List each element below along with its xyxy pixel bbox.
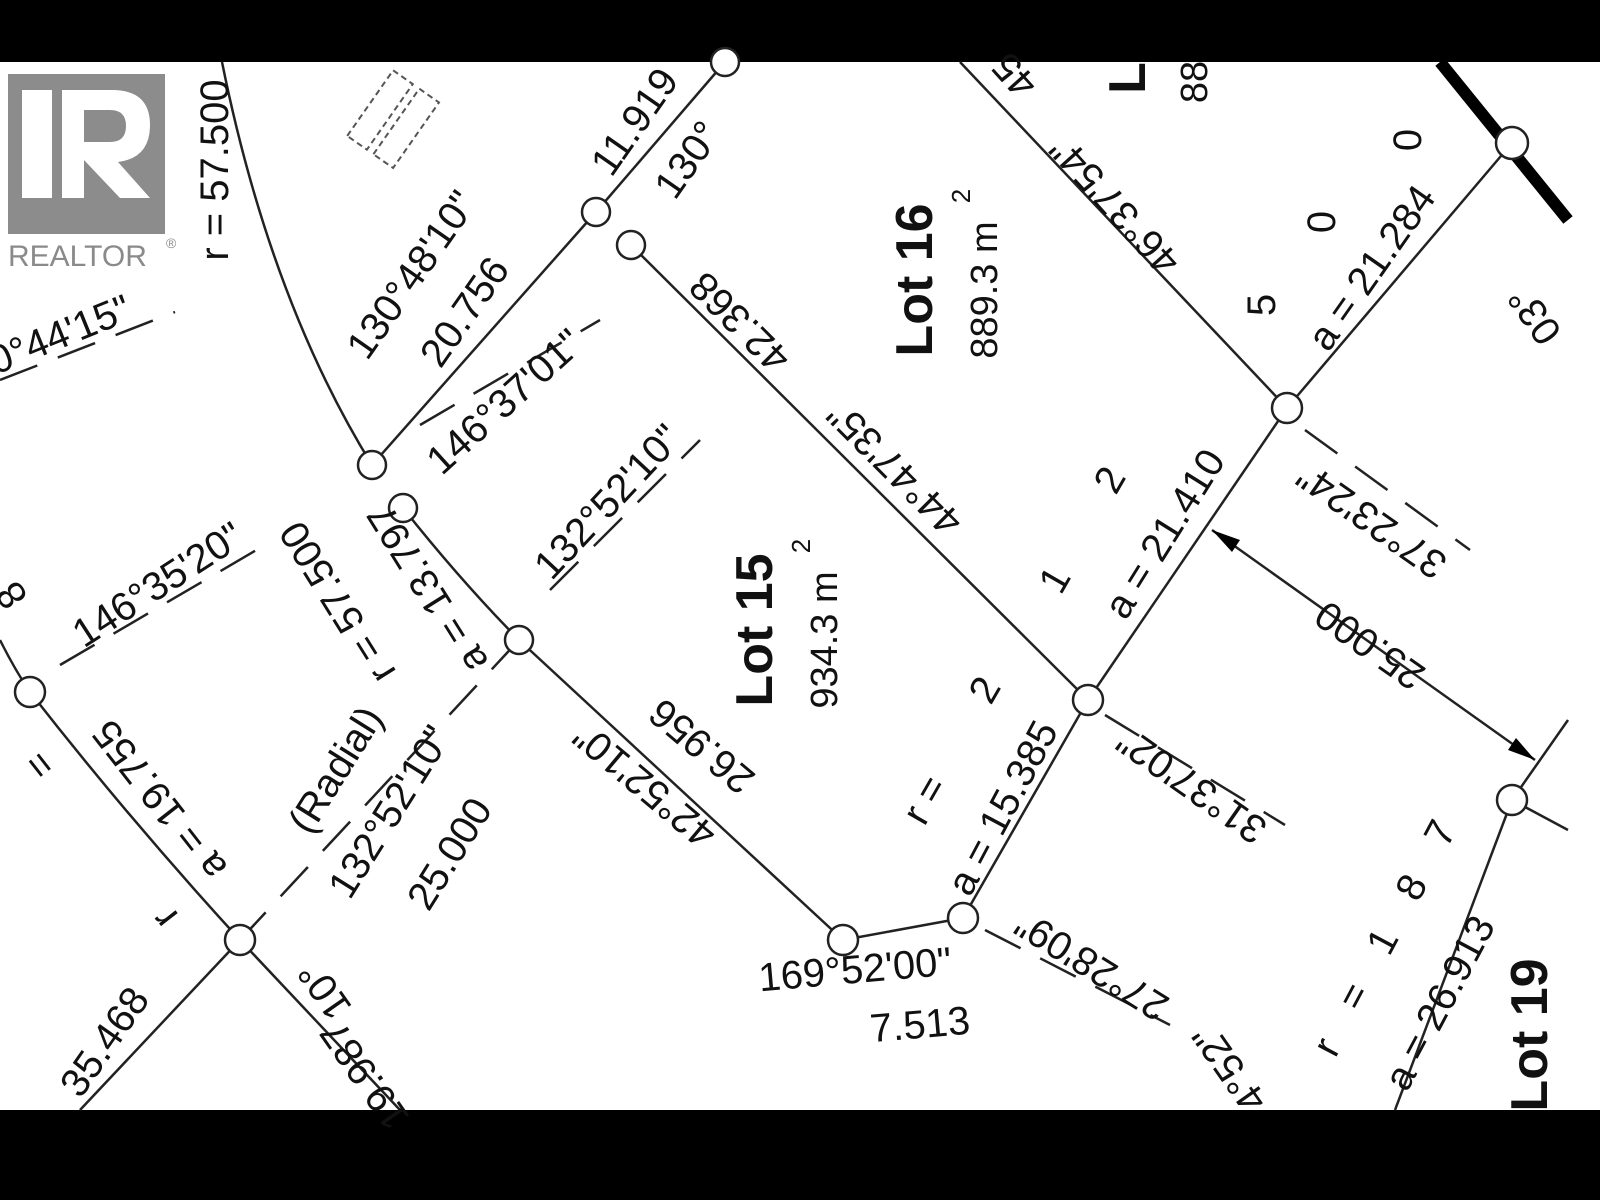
lot-19-name: Lot 19 (1501, 958, 1559, 1111)
lot-15-name: Lot 15 (726, 553, 784, 706)
boundary-lines (0, 58, 1573, 1111)
partial-lot-label: L (1099, 62, 1157, 94)
line-26913 (1393, 799, 1514, 1111)
monument-circle (503, 624, 535, 656)
lot-15-area: 934.3 m 2 (786, 539, 846, 709)
survey-monuments (13, 46, 1530, 957)
radius-digit: 0 (1300, 211, 1344, 233)
line-11919 (595, 61, 726, 213)
dashed-line (419, 318, 601, 427)
line-21284 (1286, 142, 1513, 409)
registered-mark: ® (166, 235, 177, 251)
line-lot19-top (1510, 719, 1570, 801)
dashed-line (1104, 713, 1286, 827)
arc-line-r57500 (220, 61, 374, 466)
radius-label: r = 57.500 (193, 79, 237, 260)
lot-16-name: Lot 16 (886, 203, 944, 356)
monument-circle (13, 675, 47, 709)
line-26956 (518, 639, 844, 941)
radial-dashed-line (239, 639, 520, 941)
monument-circle (1494, 125, 1530, 161)
dashed-line (549, 439, 701, 591)
realtor-logo: REALTOR ® (8, 74, 177, 273)
dashed-line (1304, 428, 1471, 552)
realtor-logo-bar (22, 90, 52, 198)
line-20756 (371, 211, 597, 466)
line-21410 (1086, 407, 1289, 701)
monument-circle (615, 229, 647, 261)
monument-circle (223, 923, 257, 957)
svg-text:2: 2 (786, 539, 816, 553)
line-15385 (961, 699, 1090, 919)
arrowhead-icon (1508, 738, 1535, 760)
monument-circle (826, 923, 860, 957)
monument-circle (1071, 683, 1105, 717)
realtor-wordmark: REALTOR (8, 240, 147, 273)
line-7513 (842, 916, 964, 942)
monument-circle (387, 492, 419, 524)
line-35468 (79, 939, 241, 1111)
dashed-line (984, 928, 1171, 1027)
svg-text:934.3 m: 934.3 m (804, 571, 846, 708)
partial-area-label: 88 (1174, 61, 1216, 103)
dimension-line-25000 (1211, 528, 1536, 762)
monument-circle (1270, 391, 1304, 425)
monument-circle (946, 901, 980, 935)
dashed-line (0, 310, 176, 382)
dashed-line (59, 543, 266, 667)
svg-text:889.3 m: 889.3 m (964, 221, 1006, 358)
line-46375 (959, 61, 1288, 409)
monument-circle (356, 449, 388, 481)
arc-line-13797 (402, 507, 520, 641)
lot-16-area: 889.3 m 2 (946, 189, 1006, 359)
arrowhead-icon (1212, 530, 1240, 552)
line-19987 (239, 939, 401, 1111)
svg-text:2: 2 (946, 189, 976, 203)
line-42368 (630, 244, 1089, 701)
realtor-logo-r (62, 90, 150, 198)
monument-circle (709, 46, 741, 78)
monument-circle (1495, 783, 1529, 817)
radius-digit: 5 (1240, 294, 1284, 316)
radius-digit: 0 (1386, 129, 1430, 151)
lot-labels: Lot 16 889.3 m 2 Lot 15 934.3 m 2 Lot 19 (726, 189, 1559, 1112)
arc-line-19755 (29, 691, 241, 941)
monument-circle (580, 196, 612, 228)
distance-label: 7.513 (868, 999, 972, 1052)
